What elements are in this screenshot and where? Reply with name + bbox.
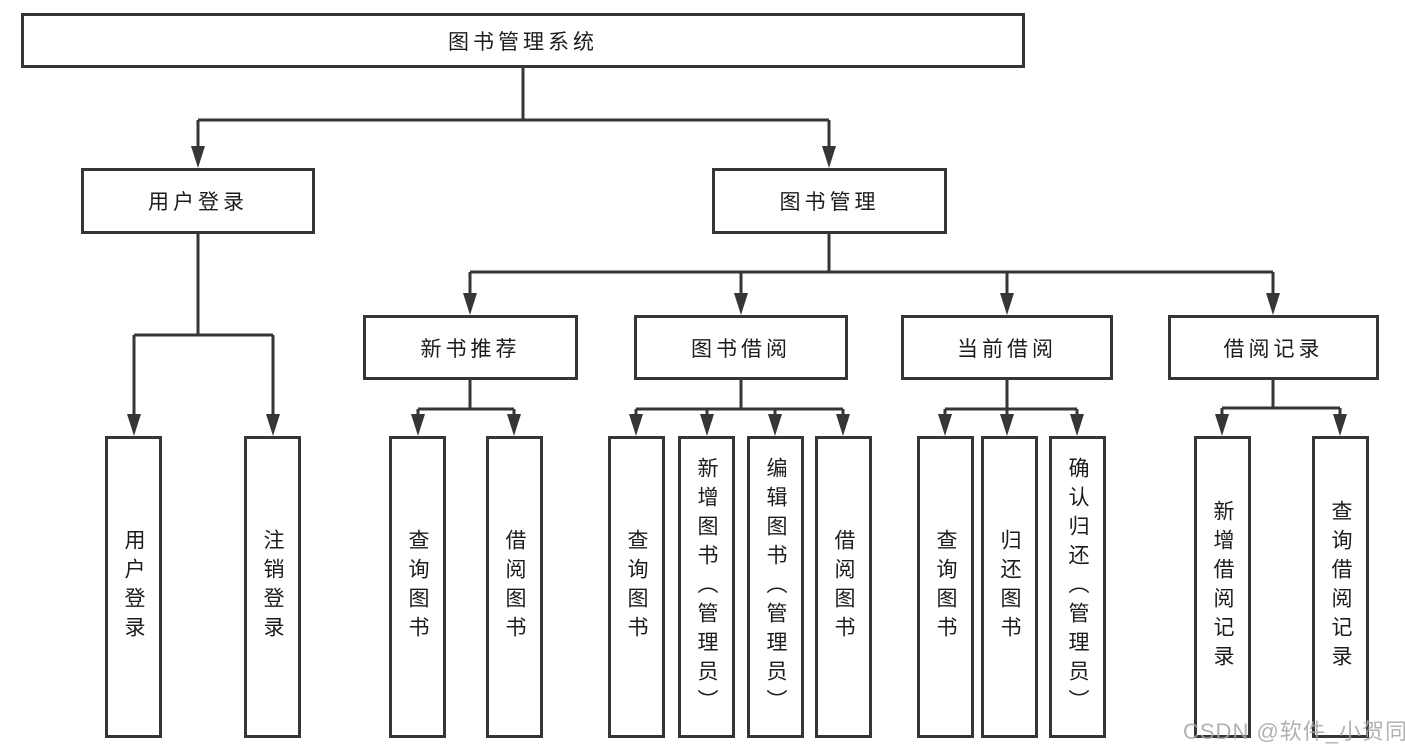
node-return-books: 归还图书 — [981, 436, 1038, 738]
node-borrow-records: 借阅记录 — [1168, 315, 1379, 380]
connector-user-login-children — [127, 234, 280, 436]
connector-new-book-children — [411, 380, 521, 436]
node-new-book-recommend: 新书推荐 — [363, 315, 578, 380]
connector-root-to-level1 — [191, 68, 836, 168]
node-book-borrowing: 图书借阅 — [634, 315, 848, 380]
node-add-borrow-record: 新增借阅记录 — [1194, 436, 1251, 738]
connector-borrow-records-children — [1215, 380, 1347, 436]
node-borrow-books-borrowing: 借阅图书 — [815, 436, 872, 738]
connector-book-management-children — [463, 234, 1280, 315]
node-user-login: 用户登录 — [81, 168, 315, 234]
node-user-login-action: 用户登录 — [105, 436, 162, 738]
node-query-books-recommend: 查询图书 — [389, 436, 446, 738]
node-system-root: 图书管理系统 — [21, 13, 1025, 68]
node-edit-books-admin: 编辑图书（管理员） — [747, 436, 804, 738]
node-add-books-admin: 新增图书（管理员） — [678, 436, 735, 738]
node-query-books-borrowing: 查询图书 — [608, 436, 665, 738]
node-borrow-books-recommend: 借阅图书 — [486, 436, 543, 738]
node-confirm-return-admin: 确认归还（管理员） — [1049, 436, 1106, 738]
node-current-borrowing: 当前借阅 — [901, 315, 1113, 380]
connector-book-borrowing-children — [629, 380, 850, 436]
node-query-books-current: 查询图书 — [917, 436, 974, 738]
node-book-management: 图书管理 — [712, 168, 947, 234]
connector-current-borrowing-children — [938, 380, 1084, 436]
node-logout-action: 注销登录 — [244, 436, 301, 738]
node-query-borrow-record: 查询借阅记录 — [1312, 436, 1369, 738]
csdn-watermark: CSDN @软件_小贺同学 — [1183, 719, 1405, 744]
